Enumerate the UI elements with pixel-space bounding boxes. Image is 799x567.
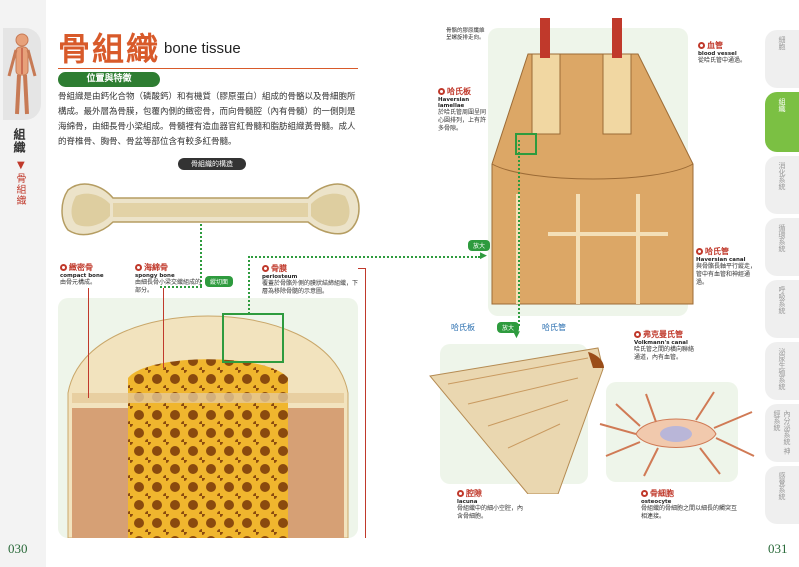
structure-label: 骨組織的構造	[178, 158, 246, 170]
sidebar-category: 組織	[12, 128, 26, 154]
tab-endocrine-nervous[interactable]: 內分泌系統 神經系統	[765, 404, 799, 462]
enlarge-label: 放大	[497, 322, 520, 333]
periosteum-en: periosteum	[262, 274, 298, 280]
page-number-left: 030	[8, 541, 28, 556]
spongy-bone-title: 海綿骨	[144, 263, 168, 272]
lamellae-short-label: 哈氏板	[451, 323, 475, 332]
tab-label: 泌尿生殖系統	[778, 348, 786, 390]
page-title-english: bone tissue	[164, 40, 241, 57]
tab-label: 消化系統	[778, 162, 786, 190]
arrow-down-icon: ▼	[513, 330, 520, 340]
osteocyte-desc: 骨組織的骨細胞之間以細長的觸突互相連接。	[641, 505, 738, 520]
tab-respiratory[interactable]: 呼吸系統	[765, 280, 799, 338]
section-cut-label: 縱切面	[205, 276, 234, 287]
callout-marker-icon	[696, 248, 703, 255]
volkmann-canal-callout: 弗克曼氏管 Volkmann's canal 哈氏管之間的橫向聯絡通道，內有血管…	[634, 329, 698, 362]
callout-marker-icon	[698, 42, 705, 49]
compact-bone-en: compact bone	[60, 273, 104, 279]
callout-marker-icon	[262, 265, 269, 272]
volkmann-desc: 哈氏管之間的橫向聯絡通道，內有血管。	[634, 346, 695, 361]
osteocyte-en: osteocyte	[641, 499, 672, 505]
periosteum-desc: 覆蓋於骨骼外側的膜狀結締組織，下層為移除骨髓的示意圖。	[262, 280, 359, 295]
haversian-lamellae-callout: 哈氏板 Haversian lamellae 於哈氏管周圍呈同心圓排列，上有許多…	[438, 86, 488, 133]
compact-bone-callout: 緻密骨 compact bone 由骨元構成。	[60, 262, 104, 287]
lacuna-desc: 骨組織中的細小空腔，內含骨細胞。	[457, 505, 524, 520]
blood-vessel-desc: 從哈氏管中通過。	[698, 57, 747, 64]
tab-label: 內分泌系統 神經系統	[773, 410, 791, 455]
tab-label: 感覺系統	[778, 472, 786, 500]
spongy-bone-desc: 由細長骨小梁交織組成的部分。	[135, 279, 202, 294]
blood-vessel-callout: 血管 blood vessel 從哈氏管中通過。	[698, 40, 758, 65]
blood-vessel-title: 血管	[707, 41, 723, 50]
long-bone-illustration	[61, 183, 360, 236]
connector-line	[200, 224, 202, 286]
intro-paragraph: 骨組織是由鈣化合物（磷酸鈣）和有機質（膠原蛋白）組成的骨骼以及骨細胞所構成。最外…	[58, 92, 356, 147]
canal-title: 哈氏管	[705, 247, 729, 256]
leader-line	[365, 268, 366, 538]
canal-desc: 與骨骼長軸平行縱走，管中有血管和神經通過。	[696, 263, 757, 286]
arrow-right-icon: ▶	[480, 251, 487, 261]
lamellae-desc: 於哈氏管周圍呈同心圓排列，上有許多骨隙。	[438, 109, 487, 132]
blood-vessel-en: blood vessel	[698, 51, 737, 57]
tab-label: 細胞	[778, 36, 786, 50]
collagen-note: 骨骼的膠原纖維呈螺旋排走向。	[446, 28, 485, 41]
canal-short-label: 哈氏管	[542, 323, 566, 332]
callout-marker-icon	[641, 490, 648, 497]
page-number-right: 031	[768, 541, 788, 556]
tab-label: 循環系統	[778, 224, 786, 252]
tab-circulatory[interactable]: 循環系統	[765, 218, 799, 276]
tab-label: 呼吸系統	[778, 286, 786, 314]
osteocyte-callout: 骨細胞 osteocyte 骨組織的骨細胞之間以細長的觸突互相連接。	[641, 488, 741, 521]
arrow-down-icon: ▼	[17, 160, 25, 171]
spongy-bone-en: spongy bone	[135, 273, 175, 279]
tab-tissue[interactable]: 組織	[765, 92, 799, 152]
lacuna-en: lacuna	[457, 499, 478, 505]
bone-cross-section-illustration	[67, 313, 349, 538]
connector-line	[248, 256, 250, 314]
callout-marker-icon	[457, 490, 464, 497]
enlarge-label: 放大	[468, 240, 491, 251]
osteon-3d-illustration	[491, 18, 694, 305]
page-title: 骨組織	[58, 30, 161, 68]
sidebar-subcategory: 骨組織	[14, 173, 25, 206]
volkmann-en: Volkmann's canal	[634, 340, 688, 346]
compact-bone-desc: 由骨元構成。	[60, 279, 97, 286]
callout-marker-icon	[438, 88, 445, 95]
callout-marker-icon	[135, 264, 142, 271]
osteocyte-title: 骨細胞	[650, 489, 674, 498]
leader-line	[163, 288, 164, 368]
volkmann-title: 弗克曼氏管	[643, 330, 683, 339]
lacuna-callout: 腔隙 lacuna 骨組織中的細小空腔，內含骨細胞。	[457, 488, 527, 521]
leader-line	[358, 268, 366, 269]
lamellae-title: 哈氏板	[447, 87, 471, 96]
periosteum-callout: 骨膜 periosteum 覆蓋於骨骼外側的膜狀結締組織，下層為移除骨髓的示意圖…	[262, 263, 362, 296]
tab-cell[interactable]: 細胞	[765, 30, 799, 88]
connector-line	[248, 256, 480, 258]
body-thumbnail	[3, 28, 41, 120]
tab-sensory[interactable]: 感覺系統	[765, 466, 799, 524]
lamella-wedge-illustration	[429, 347, 604, 494]
lacuna-title: 腔隙	[466, 489, 482, 498]
connector-line	[518, 140, 520, 326]
periosteum-title: 骨膜	[271, 264, 287, 273]
tab-urogenital[interactable]: 泌尿生殖系統	[765, 342, 799, 400]
tab-label: 組織	[778, 98, 786, 112]
compact-bone-title: 緻密骨	[69, 263, 93, 272]
lamellae-en: Haversian lamellae	[438, 97, 470, 109]
callout-marker-icon	[60, 264, 67, 271]
connector-line	[160, 286, 202, 288]
osteocyte-illustration	[599, 391, 755, 477]
section-label: 位置與特徵	[58, 72, 160, 87]
callout-marker-icon	[634, 331, 641, 338]
spongy-bone-callout: 海綿骨 spongy bone 由細長骨小梁交織組成的部分。	[135, 262, 201, 295]
tab-digestive[interactable]: 消化系統	[765, 156, 799, 214]
leader-line	[88, 288, 89, 398]
human-skeleton-icon	[7, 33, 37, 115]
canal-en: Haversian canal	[696, 257, 746, 263]
haversian-canal-callout: 哈氏管 Haversian canal 與骨骼長軸平行縱走，管中有血管和神經通過…	[696, 246, 760, 287]
title-divider	[58, 68, 358, 69]
